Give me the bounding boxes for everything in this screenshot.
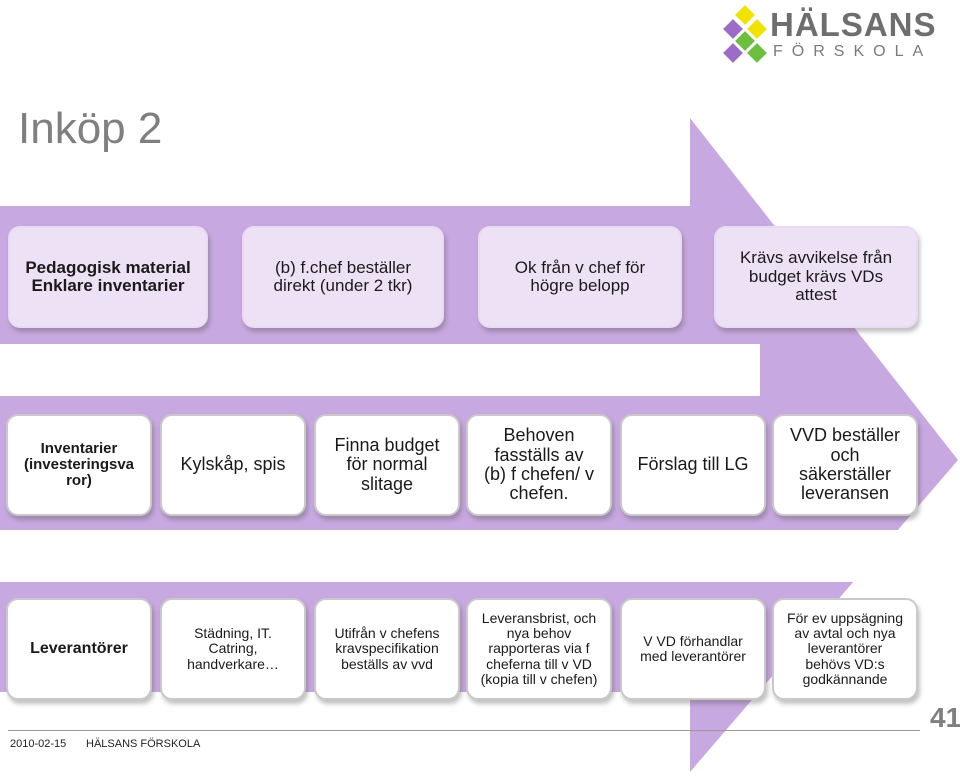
footer-date: 2010-02-15 <box>10 738 67 750</box>
step-box: Behoven fasställs av (b) f chefen/ v che… <box>466 414 612 516</box>
step-box: Ok från v chef för högre belopp <box>478 226 682 328</box>
step-text: Inventarier (investeringsva ror) <box>23 439 135 490</box>
page-number: 41 <box>930 702 960 733</box>
step-box: Krävs avvikelse från budget krävs VDs at… <box>714 226 918 328</box>
step-text: Pedagogisk material Enklare inventarier <box>25 257 191 295</box>
step-text: Ok från v chef för högre belopp <box>514 257 646 295</box>
step-box: (b) f.chef beställer direkt (under 2 tkr… <box>242 226 444 328</box>
step-box: Finna budget för normal slitage <box>314 414 460 516</box>
puzzle-logo-icon <box>723 5 767 63</box>
footer-org: HÄLSANS FÖRSKOLA <box>86 738 201 750</box>
step-text: För ev uppsägning av avtal och nya lever… <box>787 610 903 687</box>
step-text: Krävs avvikelse från budget krävs VDs at… <box>739 248 893 305</box>
footer-divider <box>8 730 920 731</box>
step-box: Kylskåp, spis <box>160 414 306 516</box>
step-text: Behoven fasställs av (b) f chefen/ v che… <box>483 425 595 504</box>
step-text: Städning, IT. Catring, handverkare… <box>187 625 279 672</box>
logo: HÄLSANS FÖRSKOLA <box>720 4 940 70</box>
step-box: Inventarier (investeringsva ror) <box>6 414 152 516</box>
slide-title: Inköp 2 <box>18 104 163 153</box>
step-box: Pedagogisk material Enklare inventarier <box>8 226 208 328</box>
logo-subtitle: FÖRSKOLA <box>773 43 933 60</box>
step-box: Leveransbrist, och nya behov rapporteras… <box>466 598 612 700</box>
logo-name: HÄLSANS <box>770 6 937 43</box>
step-text: VVD beställer och säkerställer leveranse… <box>789 425 901 504</box>
step-box: Utifrån v chefens kravspecifikation best… <box>314 598 460 700</box>
step-box: Städning, IT. Catring, handverkare… <box>160 598 306 700</box>
step-text: Finna budget för normal slitage <box>334 434 440 494</box>
step-text: Utifrån v chefens kravspecifikation best… <box>334 625 440 672</box>
step-box: VVD beställer och säkerställer leveranse… <box>772 414 918 516</box>
step-text: (b) f.chef beställer direkt (under 2 tkr… <box>273 257 413 295</box>
step-text: Leverantörer <box>30 640 128 658</box>
step-box: Leverantörer <box>6 598 152 700</box>
step-box: Förslag till LG <box>620 414 766 516</box>
step-text: Kylskåp, spis <box>180 454 286 475</box>
step-text: Leveransbrist, och nya behov rapporteras… <box>480 610 598 687</box>
step-text: Förslag till LG <box>637 454 749 475</box>
step-box: För ev uppsägning av avtal och nya lever… <box>772 598 918 700</box>
step-text: V VD förhandlar med leverantörer <box>640 632 746 664</box>
step-box: V VD förhandlar med leverantörer <box>620 598 766 700</box>
